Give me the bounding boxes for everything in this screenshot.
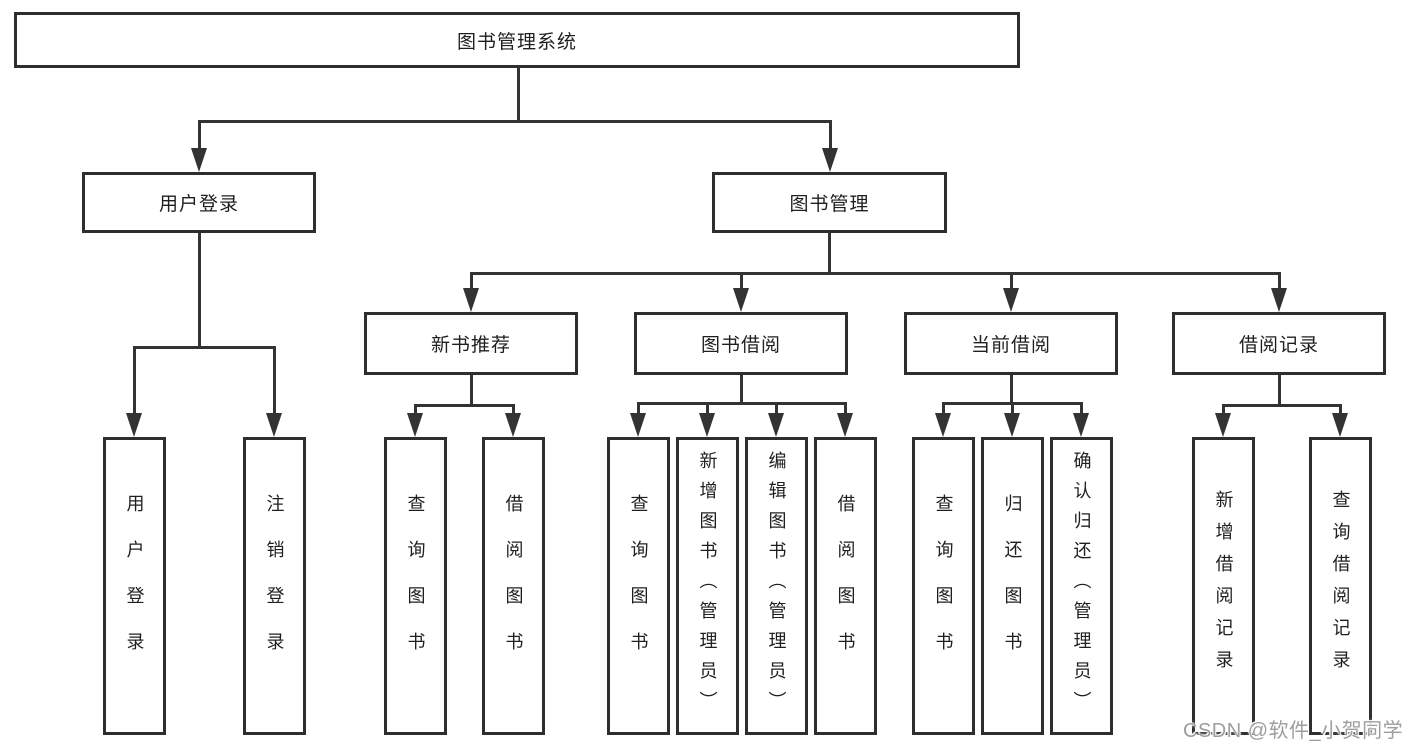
connector-current-stem — [1010, 375, 1013, 404]
connector-newbook-split — [414, 404, 515, 407]
node-user-login: 用户登录 — [82, 172, 316, 233]
node-book-borrow: 图书借阅 — [634, 312, 848, 375]
connector-current-leaf3-drop — [1080, 402, 1083, 415]
connector-record-stem — [1278, 375, 1281, 406]
leaf-newbook-query: 查询图书 — [384, 437, 447, 735]
arrowhead-record-leaf2-icon — [1332, 413, 1348, 437]
connector-record-drop — [1278, 272, 1281, 290]
leaf-borrow-query: 查询图书 — [607, 437, 670, 735]
connector-record-leaf1-drop — [1222, 404, 1225, 415]
leaf-current-return: 归还图书 — [981, 437, 1044, 735]
arrowhead-current-leaf3-icon — [1073, 413, 1089, 437]
arrowhead-newbook-leaf2-icon — [505, 413, 521, 437]
connector-root-stem — [517, 68, 520, 120]
connector-record-split — [1222, 404, 1342, 407]
arrowhead-borrow-icon — [733, 288, 749, 312]
connector-mgmt-split — [470, 272, 1281, 275]
arrowhead-newbook-icon — [463, 288, 479, 312]
leaf-logout: 注销登录 — [243, 437, 306, 735]
arrowhead-record-leaf1-icon — [1215, 413, 1231, 437]
leaf-record-add: 新增借阅记录 — [1192, 437, 1255, 735]
node-new-books: 新书推荐 — [364, 312, 578, 375]
connector-root-split — [198, 120, 832, 123]
arrowhead-current-leaf2-icon — [1004, 413, 1020, 437]
leaf-current-confirm-admin: 确认归还（管理员） — [1050, 437, 1113, 735]
arrowhead-current-leaf1-icon — [935, 413, 951, 437]
connector-newbook-stem — [470, 375, 473, 406]
leaf-borrow-add-admin-label: 新增图书（管理员） — [697, 451, 718, 721]
leaf-record-query: 查询借阅记录 — [1309, 437, 1372, 735]
node-book-mgmt: 图书管理 — [712, 172, 947, 233]
connector-newbook-leaf2-drop — [512, 404, 515, 415]
leaf-record-query-label: 查询借阅记录 — [1330, 490, 1351, 682]
leaf-borrow-edit-admin-label: 编辑图书（管理员） — [766, 451, 787, 721]
connector-current-leaf1-drop — [942, 402, 945, 415]
node-book-mgmt-label: 图书管理 — [789, 194, 870, 215]
connector-current-leaf2-drop — [1011, 402, 1014, 415]
arrowhead-record-icon — [1271, 288, 1287, 312]
connector-login-split — [133, 346, 276, 349]
leaf-user-login: 用户登录 — [103, 437, 166, 735]
connector-current-drop — [1010, 272, 1013, 290]
leaf-current-confirm-admin-label: 确认归还（管理员） — [1071, 451, 1092, 721]
connector-newbook-leaf1-drop — [414, 404, 417, 415]
connector-borrow-leaf4-drop — [844, 402, 847, 415]
leaf-borrow-query-label: 查询图书 — [628, 494, 649, 678]
connector-login-stem — [198, 233, 201, 346]
arrowhead-borrow-leaf4-icon — [837, 413, 853, 437]
leaf-borrow-book-label: 借阅图书 — [835, 494, 856, 678]
leaf-record-add-label: 新增借阅记录 — [1213, 490, 1234, 682]
connector-record-leaf2-drop — [1339, 404, 1342, 415]
arrowhead-login-icon — [191, 148, 207, 172]
connector-borrow-stem — [740, 375, 743, 404]
leaf-user-login-label: 用户登录 — [124, 494, 145, 678]
leaf-borrow-edit-admin: 编辑图书（管理员） — [745, 437, 808, 735]
connector-newbook-drop — [470, 272, 473, 290]
leaf-current-query: 查询图书 — [912, 437, 975, 735]
leaf-newbook-borrow: 借阅图书 — [482, 437, 545, 735]
node-book-borrow-label: 图书借阅 — [700, 335, 781, 356]
csdn-watermark: CSDN @软件_小贺同学 — [1183, 720, 1404, 742]
connector-borrow-leaf2-drop — [706, 402, 709, 415]
connector-borrow-drop — [740, 272, 743, 290]
arrowhead-login-leaf1-icon — [126, 413, 142, 437]
connector-mgmt-stem — [828, 233, 831, 274]
node-current-borrow: 当前借阅 — [904, 312, 1118, 375]
leaf-borrow-add-admin: 新增图书（管理员） — [676, 437, 739, 735]
leaf-newbook-borrow-label: 借阅图书 — [503, 494, 524, 678]
leaf-newbook-query-label: 查询图书 — [405, 494, 426, 678]
connector-borrow-split — [637, 402, 846, 405]
arrowhead-borrow-leaf2-icon — [699, 413, 715, 437]
arrowhead-borrow-leaf3-icon — [768, 413, 784, 437]
node-root-label: 图书管理系统 — [456, 31, 577, 53]
leaf-current-return-label: 归还图书 — [1002, 494, 1023, 678]
node-borrow-record: 借阅记录 — [1172, 312, 1386, 375]
connector-borrow-leaf3-drop — [775, 402, 778, 415]
node-root-system: 图书管理系统 — [14, 12, 1020, 68]
arrowhead-borrow-leaf1-icon — [630, 413, 646, 437]
arrowhead-current-icon — [1003, 288, 1019, 312]
arrowhead-mgmt-icon — [822, 148, 838, 172]
node-current-borrow-label: 当前借阅 — [970, 335, 1051, 356]
arrowhead-login-leaf2-icon — [266, 413, 282, 437]
connector-mgmt-drop — [829, 120, 832, 150]
connector-login-leaf2-drop — [273, 346, 276, 415]
connector-borrow-leaf1-drop — [637, 402, 640, 415]
arrowhead-newbook-leaf1-icon — [407, 413, 423, 437]
leaf-logout-label: 注销登录 — [264, 494, 285, 678]
node-borrow-record-label: 借阅记录 — [1238, 335, 1319, 356]
leaf-borrow-book: 借阅图书 — [814, 437, 877, 735]
node-new-books-label: 新书推荐 — [430, 335, 511, 356]
connector-login-drop — [198, 120, 201, 150]
node-user-login-label: 用户登录 — [158, 194, 239, 215]
leaf-current-query-label: 查询图书 — [933, 494, 954, 678]
connector-login-leaf1-drop — [133, 346, 136, 415]
